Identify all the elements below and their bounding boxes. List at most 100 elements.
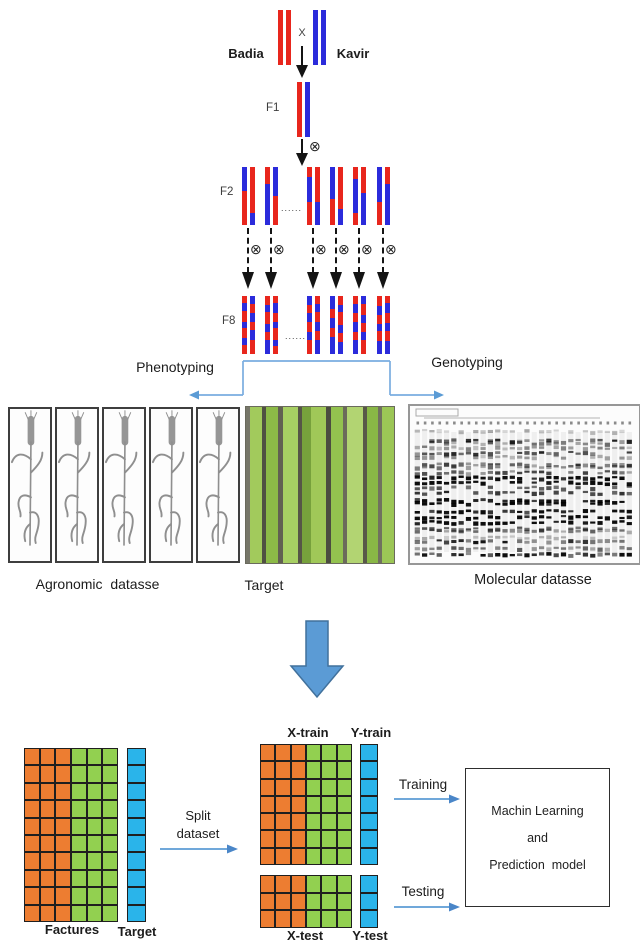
chromosome-segment <box>377 296 382 307</box>
matrix-cell <box>305 744 322 762</box>
chromosome-segment <box>307 313 312 322</box>
chromosome-segment <box>385 296 390 303</box>
matrix-cell <box>336 761 352 779</box>
chromosome-segment <box>273 340 278 346</box>
matrix-cell <box>290 847 306 865</box>
leaf-stripe <box>325 407 331 563</box>
matrix-cell <box>321 892 337 911</box>
chromosome-segment <box>307 321 312 332</box>
chromosome-segment <box>242 311 247 322</box>
matrix-cell <box>275 847 291 865</box>
chromosome-segment <box>377 167 382 202</box>
chromosome-segment <box>297 82 302 137</box>
matrix-cell <box>39 869 56 888</box>
split-line1: Split <box>185 808 211 823</box>
selfing-unit: ⊗ <box>307 228 327 290</box>
f2-label: F2 <box>220 186 234 198</box>
matrix-column <box>260 875 276 929</box>
matrix-column <box>336 875 352 929</box>
chromosome-segment <box>330 167 335 199</box>
chromosome-pair <box>278 10 291 65</box>
matrix-cell <box>55 852 72 870</box>
chromosome-pair <box>242 296 255 355</box>
chromosome-segment <box>321 10 326 65</box>
arrowhead-icon <box>242 272 254 289</box>
chromosome-bar <box>278 10 283 65</box>
cross-symbol: X <box>298 27 306 39</box>
chromosome-bar <box>361 296 366 355</box>
matrix-cell <box>275 875 291 893</box>
chromosome-bar <box>330 167 335 225</box>
matrix-cell <box>55 887 72 905</box>
matrix-cell <box>39 904 56 923</box>
chromosome-bar <box>297 82 302 137</box>
selfing-unit: ⊗ <box>377 228 397 290</box>
chromosome-segment <box>250 304 255 314</box>
matrix-cell <box>71 904 87 923</box>
matrix-cell <box>260 813 276 831</box>
testing-label: Testing <box>401 884 445 899</box>
matrix-column <box>71 748 87 923</box>
chromosome-segment <box>315 167 320 202</box>
selfing-unit: ⊗ <box>353 228 373 290</box>
chromosome-bar <box>265 296 270 354</box>
chromosome-segment <box>250 167 255 214</box>
leaf-stripe <box>347 407 364 563</box>
matrix-cell <box>71 765 87 783</box>
matrix-column <box>336 744 352 865</box>
gel-bands <box>414 408 632 558</box>
matrix-cell <box>24 852 40 870</box>
matrix-cell <box>24 782 40 801</box>
matrix-column <box>127 748 146 923</box>
matrix-cell <box>55 817 72 836</box>
matrix-cell <box>260 910 276 929</box>
matrix-cell <box>305 875 322 893</box>
chromosome-segment <box>273 321 278 329</box>
chromosome-segment <box>338 324 343 334</box>
matrix-cell <box>127 852 146 870</box>
matrix-cell <box>275 892 291 911</box>
chromosome-segment <box>353 331 358 341</box>
chromosome-segment <box>385 330 390 342</box>
chromosome-segment <box>315 296 320 305</box>
matrix-column <box>305 875 322 929</box>
matrix-cell <box>24 835 40 853</box>
chromosome-segment <box>385 322 390 331</box>
matrix-cell <box>71 835 87 853</box>
matrix-cell <box>260 795 276 814</box>
matrix-cell <box>127 817 146 836</box>
chromosome-segment <box>278 10 283 65</box>
f8-ellipsis: ...... <box>285 331 307 341</box>
matrix-cell <box>102 869 119 888</box>
chromosome-bar <box>338 296 343 354</box>
chromosome-segment <box>242 302 247 312</box>
matrix-cell <box>336 778 352 796</box>
chromosome-pair <box>313 10 326 65</box>
leaf-stripe <box>246 407 251 563</box>
matrix-cell <box>55 869 72 888</box>
matrix-cell <box>39 852 56 870</box>
chromosome-bar <box>385 167 390 225</box>
chromosome-pair <box>330 296 343 355</box>
chromosome-segment <box>242 167 247 192</box>
matrix-column <box>55 748 72 923</box>
dashed-line-icon <box>247 228 249 273</box>
chromosome-bar <box>361 167 366 225</box>
chromosome-bar <box>353 296 358 355</box>
matrix-cell <box>127 800 146 818</box>
chromosome-segment <box>307 305 312 314</box>
matrix-cell <box>275 813 291 831</box>
matrix-cell <box>127 835 146 853</box>
chromosome-segment <box>307 340 312 355</box>
matrix-cell <box>336 875 352 893</box>
chromosome-segment <box>377 330 382 342</box>
matrix-cell <box>260 744 276 762</box>
chromosome-segment <box>250 296 255 305</box>
matrix-column <box>86 748 103 923</box>
cross-arrow-icon <box>296 46 308 79</box>
matrix-cell <box>290 761 306 779</box>
matrix-cell <box>127 765 146 783</box>
ytrain-column <box>360 744 378 865</box>
matrix-cell <box>360 892 378 911</box>
